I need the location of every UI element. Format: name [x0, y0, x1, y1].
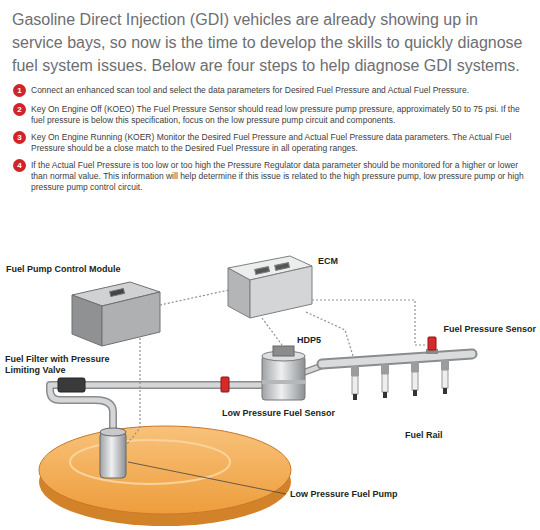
ecm-unit	[250, 266, 312, 318]
ecm-unit	[255, 267, 270, 275]
fuel-filter	[58, 378, 85, 392]
callout-text: 1	[17, 87, 21, 95]
injector	[381, 364, 389, 374]
callout-number: 1	[13, 84, 26, 97]
leader-line	[128, 462, 286, 494]
callout-number: 4	[13, 159, 26, 172]
injector	[411, 362, 419, 372]
injector	[412, 372, 418, 390]
wiring	[306, 312, 353, 356]
fuel-rail	[322, 354, 472, 364]
fuel-pipe	[85, 383, 262, 388]
callout-text: 2	[17, 106, 21, 114]
wiring	[127, 290, 427, 444]
step-text: Key On Engine Running (KOER) Monitor the…	[31, 132, 531, 154]
fuel-tank	[39, 426, 291, 526]
step-text: Connect an enhanced scan tool and select…	[31, 85, 531, 96]
low-pressure-pump	[100, 428, 126, 478]
pump-control-module	[72, 282, 160, 346]
callout-number: 3	[13, 131, 26, 144]
ecm-unit	[275, 263, 290, 271]
step-text: Key On Engine Off (KOEO) The Fuel Pressu…	[31, 104, 531, 126]
ecm-unit	[228, 268, 250, 318]
fuel-filter	[58, 378, 85, 392]
part-label: ECM	[318, 256, 338, 267]
injector	[382, 374, 388, 392]
injector	[441, 360, 449, 370]
injector	[383, 392, 387, 398]
injector	[413, 390, 417, 396]
part-label: Low Pressure Fuel Sensor	[222, 408, 335, 419]
leader-line	[128, 462, 286, 494]
injector	[351, 366, 359, 376]
fuel-tank	[39, 426, 291, 514]
step-text: If the Actual Fuel Pressure is too low o…	[31, 160, 531, 193]
low-pressure-pump	[100, 428, 126, 436]
fuel-rail	[322, 354, 472, 364]
low-pressure-sensor	[221, 377, 229, 392]
callout-number: 2	[13, 103, 26, 116]
high-pressure-pump	[262, 380, 305, 384]
part-label: Fuel Filter with Pressure Limiting Valve	[5, 354, 115, 376]
fuel-pipe	[85, 381, 262, 389]
injector	[352, 376, 358, 394]
callout-text: 3	[17, 134, 21, 142]
part-label: Fuel Pressure Sensor	[443, 324, 536, 335]
injector	[442, 370, 448, 388]
wiring	[262, 318, 282, 345]
fuel-pressure-sensor	[428, 337, 436, 350]
injector	[351, 360, 449, 400]
wiring	[127, 338, 140, 444]
heading: Gasoline Direct Injection (GDI) vehicles…	[12, 8, 530, 77]
pump-control-module	[102, 292, 160, 346]
pump-control-module	[110, 288, 125, 296]
part-label: Fuel Rail	[405, 430, 443, 441]
part-label: Fuel Pump Control Module	[6, 264, 121, 275]
injector	[443, 388, 447, 394]
pump-control-module	[72, 295, 102, 346]
high-pressure-pump	[262, 346, 305, 400]
part-label: HDP5	[297, 335, 321, 346]
callout-text: 4	[17, 162, 21, 170]
high-pressure-pump	[273, 346, 294, 356]
injector	[353, 394, 357, 400]
wiring	[160, 290, 229, 305]
ecm-unit	[228, 256, 312, 318]
part-label: Low Pressure Fuel Pump	[290, 489, 398, 500]
low-pressure-sensor	[221, 377, 229, 392]
fuel-rail	[322, 354, 472, 364]
fuel-pressure-sensor	[426, 337, 438, 354]
low-pressure-pump	[100, 432, 126, 478]
high-pressure-pump	[262, 356, 305, 400]
